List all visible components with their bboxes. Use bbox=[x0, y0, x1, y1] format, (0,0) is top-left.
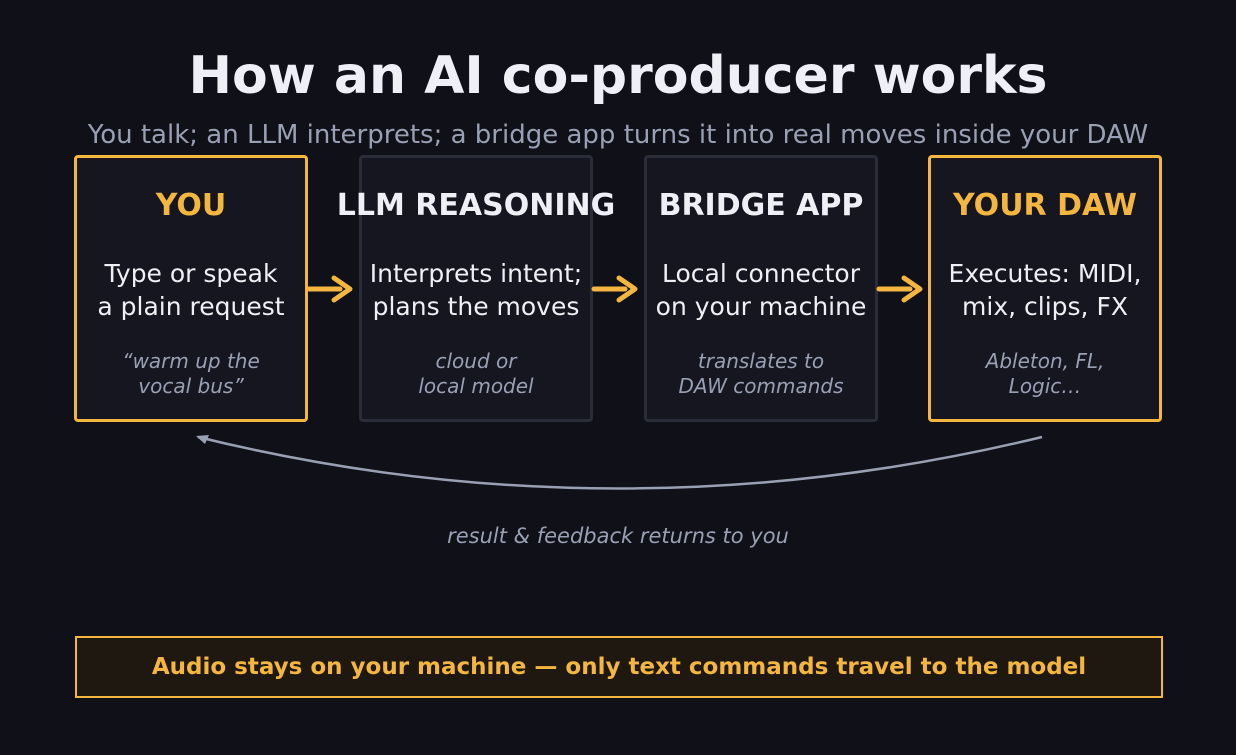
step-description-line: a plain request bbox=[97, 292, 285, 321]
step-box-you: YOU Type or speak a plain request “warm … bbox=[74, 155, 308, 422]
step-description: Local connector on your machine bbox=[637, 257, 885, 323]
feedback-label: result & feedback returns to you bbox=[447, 524, 789, 548]
step-note-line: DAW commands bbox=[678, 374, 844, 398]
privacy-banner: Audio stays on your machine — only text … bbox=[75, 636, 1163, 698]
step-box-bridge-app: BRIDGE APP Local connector on your machi… bbox=[644, 155, 878, 422]
step-note: cloud or local model bbox=[362, 349, 590, 399]
diagram-title: How an AI co-producer works bbox=[188, 46, 1048, 106]
step-description-line: mix, clips, FX bbox=[962, 292, 1128, 321]
step-title: YOUR DAW bbox=[953, 188, 1137, 223]
step-note-line: cloud or bbox=[435, 349, 517, 373]
step-note: translates to DAW commands bbox=[647, 349, 875, 399]
step-title: BRIDGE APP bbox=[658, 188, 864, 223]
step-note-line: local model bbox=[418, 374, 534, 398]
diagram-subtitle: You talk; an LLM interprets; a bridge ap… bbox=[87, 120, 1149, 150]
step-description-line: Type or speak bbox=[104, 259, 278, 288]
step-note-line: Ableton, FL, bbox=[985, 349, 1105, 373]
step-note-line: Logic… bbox=[1008, 374, 1082, 398]
step-note: “warm up the vocal bus” bbox=[77, 349, 305, 399]
step-description-line: Executes: MIDI, bbox=[948, 259, 1142, 288]
step-description-line: Interprets intent; bbox=[369, 259, 583, 288]
flow-arrow-2 bbox=[591, 275, 638, 303]
step-note-line: “warm up the bbox=[122, 349, 260, 373]
step-note-line: translates to bbox=[697, 349, 825, 373]
step-title: LLM REASONING bbox=[336, 188, 616, 223]
step-box-your-daw: YOUR DAW Executes: MIDI, mix, clips, FX … bbox=[928, 155, 1162, 422]
flow-arrow-3 bbox=[876, 275, 923, 303]
step-note-line: vocal bus” bbox=[138, 374, 244, 398]
step-title: YOU bbox=[155, 188, 227, 223]
step-description-line: Local connector bbox=[662, 259, 860, 288]
step-description: Executes: MIDI, mix, clips, FX bbox=[921, 257, 1169, 323]
step-box-llm-reasoning: LLM REASONING Interprets intent; plans t… bbox=[337, 155, 615, 422]
step-description-line: plans the moves bbox=[372, 292, 580, 321]
step-note: Ableton, FL, Logic… bbox=[931, 349, 1159, 399]
step-description: Type or speak a plain request bbox=[67, 257, 315, 323]
step-description: Interprets intent; plans the moves bbox=[352, 257, 600, 323]
flow-arrow-1 bbox=[306, 275, 353, 303]
step-description-line: on your machine bbox=[655, 292, 867, 321]
feedback-arrow bbox=[196, 435, 1043, 490]
